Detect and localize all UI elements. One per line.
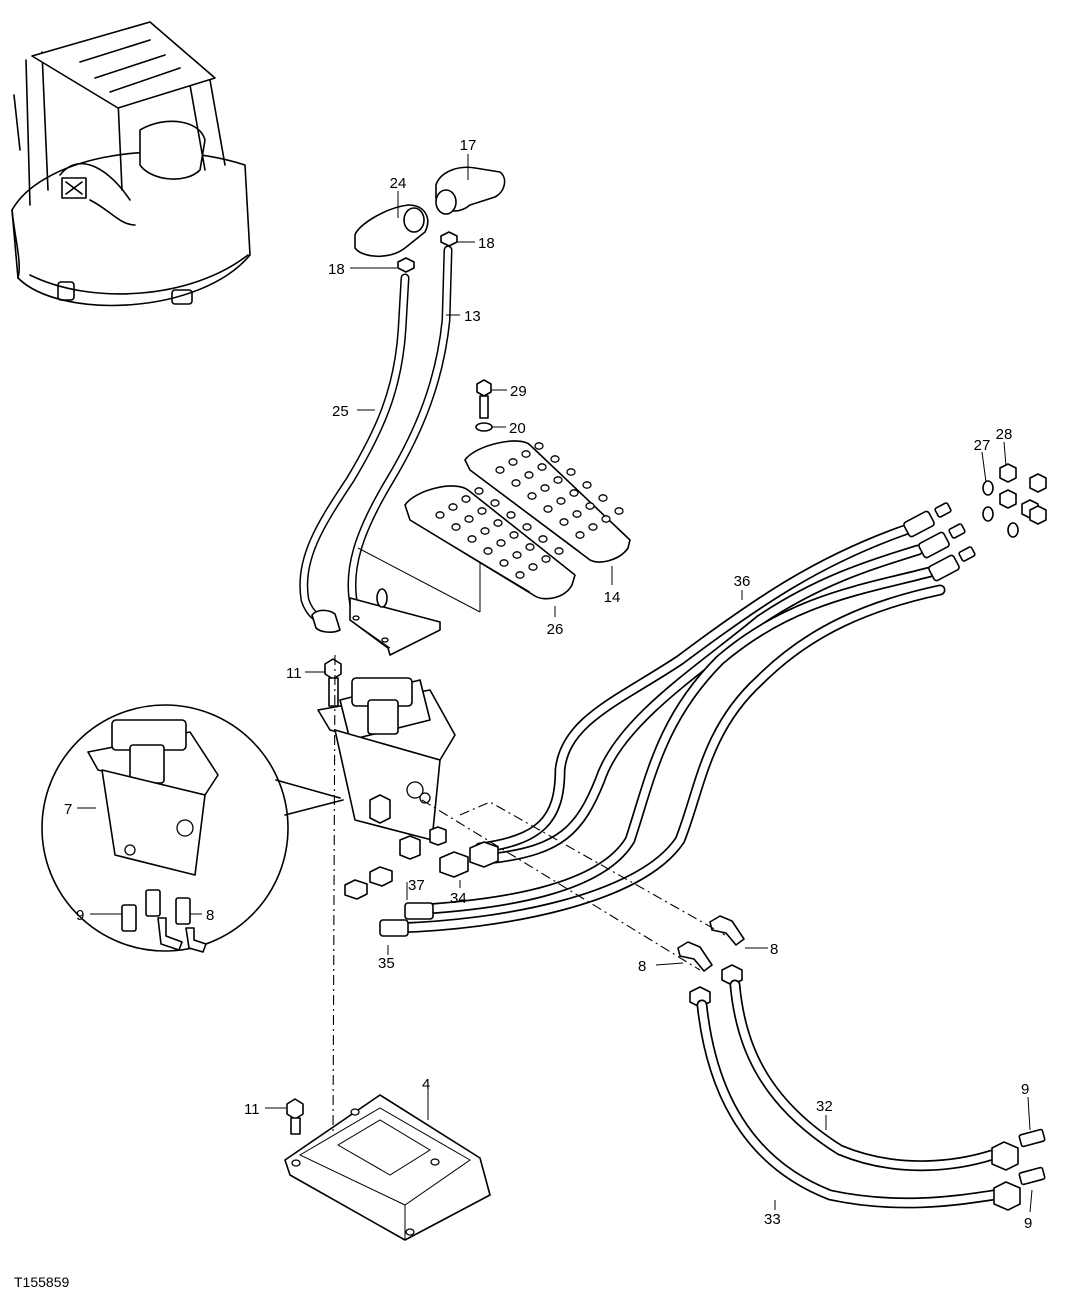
- callout-20: 20: [509, 420, 526, 437]
- bolt-11-lower: [286, 1098, 304, 1135]
- callout-32: 32: [816, 1098, 833, 1115]
- callout-27: 27: [974, 437, 991, 454]
- callout-8-right: 8: [770, 941, 778, 958]
- callout-8-left: 8: [638, 958, 646, 975]
- valve-fittings: [344, 841, 499, 937]
- callout-26: 26: [547, 621, 564, 638]
- detail-magnifier: [41, 704, 344, 953]
- bolt-29: [476, 379, 492, 419]
- nut-18-right: [440, 231, 458, 247]
- callout-36: 36: [734, 573, 751, 590]
- end-fittings-9: [991, 1128, 1046, 1211]
- lever-assembly: [299, 166, 506, 625]
- callout-14: 14: [604, 589, 621, 606]
- callout-7: 7: [64, 801, 72, 818]
- mounting-bracket-4: [284, 1094, 491, 1241]
- callout-29: 29: [510, 383, 527, 400]
- callout-11-upper: 11: [286, 665, 302, 682]
- lever-rod-25: [299, 273, 410, 625]
- callout-17: 17: [460, 137, 477, 154]
- callout-13: 13: [464, 308, 481, 325]
- nuts-28: [999, 463, 1047, 525]
- callout-25: 25: [332, 403, 349, 420]
- callout-37: 37: [408, 877, 425, 894]
- lever-rod-13: [347, 245, 453, 615]
- washer-20: [475, 422, 493, 432]
- pedal-14: [464, 440, 631, 563]
- bolt-11-upper: [324, 658, 342, 707]
- center-lines: [332, 654, 726, 1136]
- washers-27: [982, 480, 1019, 538]
- pedal-pad-holes: [435, 442, 624, 579]
- hose-end-fittings: [903, 502, 976, 582]
- hoses-32-33: [696, 979, 1000, 1209]
- callout-33: 33: [764, 1211, 781, 1228]
- fittings-detail: [121, 889, 207, 953]
- nut-18-left: [397, 257, 415, 273]
- callout-18-right: 18: [478, 235, 495, 252]
- callout-28: 28: [996, 426, 1013, 443]
- drawing-reference: T155859: [14, 1274, 69, 1290]
- callout-35: 35: [378, 955, 395, 972]
- callout-4: 4: [422, 1076, 430, 1093]
- leader-lines: [77, 154, 1033, 1213]
- callout-34: 34: [450, 890, 467, 907]
- machine-overview-illustration: [11, 21, 251, 307]
- pedal-bracket: [311, 547, 481, 656]
- callout-8-detail: 8: [206, 907, 214, 924]
- callout-9-lower: 9: [1024, 1215, 1032, 1232]
- callout-labels: 17 24 18 18 13 25 29 20 27 28 14 26 36 1…: [64, 137, 1032, 1232]
- callout-9-upper: 9: [1021, 1081, 1029, 1098]
- elbow-fittings-8: [677, 915, 745, 1008]
- pilot-valve-detail: [87, 719, 219, 876]
- callout-11-lower: 11: [244, 1101, 260, 1118]
- callout-9-detail: 9: [76, 907, 84, 924]
- callout-24: 24: [390, 175, 407, 192]
- pilot-valve: [317, 677, 456, 860]
- hose-bundle-36: [389, 524, 946, 934]
- callout-18-left: 18: [328, 261, 345, 278]
